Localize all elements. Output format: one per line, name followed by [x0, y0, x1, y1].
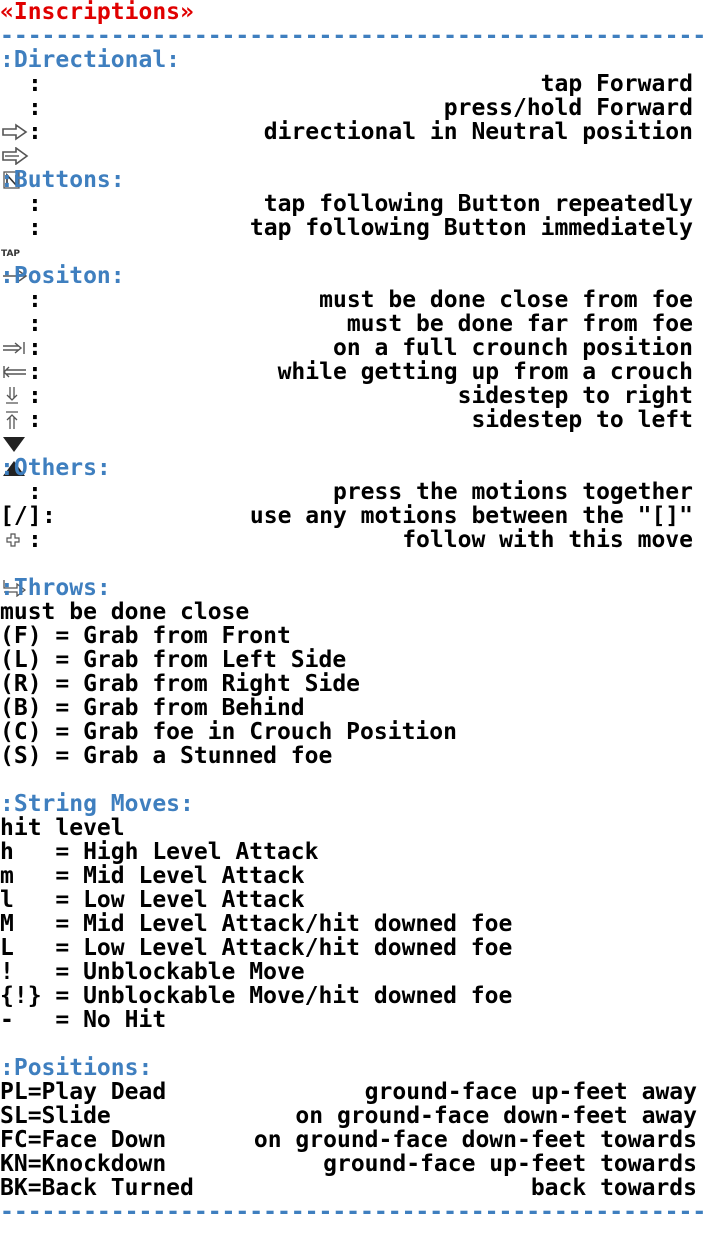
divider-top: ----------------------------------------… — [0, 24, 705, 48]
throws-line: (F) = Grab from Front — [0, 623, 291, 649]
position-desc: on ground-face down-feet away — [295, 1103, 697, 1129]
section-heading-buttons: :Buttons: — [0, 167, 125, 193]
legend-desc: use any motions between the "[]" — [249, 503, 693, 529]
colon: : — [28, 407, 42, 433]
position-desc: ground-face up-feet towards — [323, 1151, 697, 1177]
colon: : — [42, 503, 56, 529]
divider-bottom: ----------------------------------------… — [0, 1200, 705, 1224]
string-line: - = No Hit — [0, 1007, 167, 1033]
position-code: SL=Slide — [0, 1103, 111, 1129]
section-heading-throws: :Throws: — [0, 575, 111, 601]
follow-arrow-icon — [1, 531, 29, 597]
throws-line: (B) = Grab from Behind — [0, 695, 305, 721]
legend-row: : while getting up from a crouch — [0, 359, 705, 429]
string-line: {!} = Unblockable Move/hit downed foe — [0, 983, 513, 1009]
legend-desc: while getting up from a crouch — [277, 359, 693, 385]
down-to-bar-icon — [1, 339, 29, 404]
string-line: m = Mid Level Attack — [0, 863, 305, 889]
legend-row: : sidestep to right — [0, 383, 705, 452]
legend-row: : follow with this move — [0, 527, 705, 597]
legend-row: : tap Forward — [0, 71, 705, 141]
string-line: h = High Level Attack — [0, 839, 319, 865]
position-code: PL=Play Dead — [0, 1079, 167, 1105]
section-heading-others: :Others: — [0, 455, 111, 481]
throws-line: (R) = Grab from Right Side — [0, 671, 361, 697]
position-row: BK=Back Turned back towards — [0, 1176, 705, 1200]
legend-desc: tap following Button repeatedly — [263, 191, 693, 217]
legend-desc: must be done close from foe — [319, 287, 693, 313]
colon: : — [28, 383, 42, 409]
position-desc: ground-face up-feet away — [364, 1079, 697, 1105]
position-row: KN=Knockdown ground-face up-feet towards — [0, 1152, 705, 1176]
legend-desc: tap Forward — [540, 71, 693, 97]
arrow-to-bar-icon — [1, 291, 29, 354]
colon: : — [28, 95, 42, 121]
throws-line: (S) = Grab a Stunned foe — [0, 743, 333, 769]
legend-desc: sidestep to right — [457, 383, 693, 409]
legend-row: : must be done far from foe — [0, 311, 705, 378]
colon: : — [28, 359, 42, 385]
colon: : — [28, 527, 42, 553]
neutral-n-icon — [1, 123, 29, 189]
legend-row: : press/hold Forward — [0, 95, 705, 165]
position-row: FC=Face Down on ground-face down-feet to… — [0, 1128, 705, 1152]
section-heading-directional: :Directional: — [0, 47, 181, 73]
string-line: hit level — [0, 815, 125, 841]
tap-forward-arrow-icon — [1, 75, 29, 141]
colon: : — [28, 71, 42, 97]
position-code: FC=Face Down — [0, 1127, 167, 1153]
string-line: M = Mid Level Attack/hit downed foe — [0, 911, 513, 937]
legend-row: : must be done close from foe — [0, 287, 705, 354]
triangle-down-icon — [1, 387, 29, 452]
triangle-up-icon — [1, 411, 29, 476]
legend-desc: press the motions together — [332, 479, 693, 505]
legend-desc: must be done far from foe — [346, 311, 693, 337]
legend-desc: tap following Button immediately — [249, 215, 693, 241]
string-line: L = Low Level Attack/hit downed foe — [0, 935, 513, 961]
colon: : — [28, 311, 42, 337]
hold-forward-arrow-icon — [1, 99, 29, 165]
legend-desc: press/hold Forward — [443, 95, 693, 121]
legend-row: : press the motions together — [0, 479, 705, 547]
colon: : — [28, 335, 42, 361]
section-heading-position: :Positon: — [0, 263, 125, 289]
colon: : — [28, 191, 42, 217]
position-row: PL=Play Dead ground-face up-feet away — [0, 1080, 705, 1104]
page-title: «Inscriptions» — [0, 0, 194, 25]
throws-line: (C) = Grab foe in Crouch Position — [0, 719, 457, 745]
position-row: SL=Slide on ground-face down-feet away — [0, 1104, 705, 1128]
throws-line: (L) = Grab from Left Side — [0, 647, 347, 673]
up-from-bar-icon — [1, 363, 29, 429]
thin-right-arrow-icon — [1, 219, 29, 282]
legend-desc: sidestep to left — [471, 407, 693, 433]
svg-text:TAP: TAP — [1, 249, 20, 259]
colon: : — [28, 119, 42, 145]
section-heading-string-moves: :String Moves: — [0, 791, 194, 817]
tap-label-icon: TAP — [1, 195, 29, 259]
legend-row: TAP : tap following Button repeatedly — [0, 191, 705, 259]
arrow-from-bar-icon — [1, 315, 29, 378]
colon: : — [28, 479, 42, 505]
bracket-symbol: [/] — [0, 503, 42, 529]
legend-row: : sidestep to left — [0, 407, 705, 476]
legend-desc: follow with this move — [402, 527, 693, 553]
legend-row: : tap following Button immediately — [0, 215, 705, 282]
plus-icon — [1, 483, 29, 547]
string-line: ! = Unblockable Move — [0, 959, 305, 985]
position-code: BK=Back Turned — [0, 1175, 194, 1201]
colon: : — [28, 215, 42, 241]
position-desc: back towards — [530, 1175, 697, 1201]
throws-line: must be done close — [0, 599, 250, 625]
legend-desc: on a full crounch position — [332, 335, 693, 361]
colon: : — [28, 287, 42, 313]
string-line: l = Low Level Attack — [0, 887, 305, 913]
position-code: KN=Knockdown — [0, 1151, 167, 1177]
legend-desc: directional in Neutral position — [263, 119, 693, 145]
position-desc: on ground-face down-feet towards — [253, 1127, 697, 1153]
legend-row: [/] : use any motions between the "[]" — [0, 504, 705, 528]
legend-row: : on a full crounch position — [0, 335, 705, 404]
legend-row: : directional in Neutral position — [0, 119, 705, 189]
section-heading-positions: :Positions: — [0, 1055, 153, 1081]
